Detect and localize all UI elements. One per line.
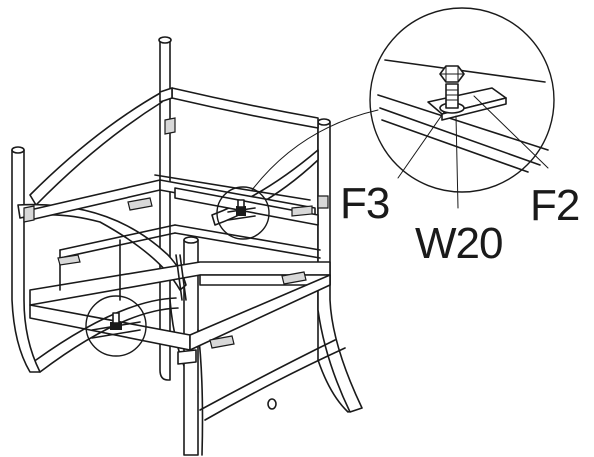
label-f2: F2 — [530, 181, 579, 230]
callout-leaders — [397, 95, 549, 209]
front-left-post — [11, 146, 41, 373]
magnify-leader-line — [251, 109, 379, 191]
seat-frame-upper — [29, 174, 319, 226]
label-f3: F3 — [340, 179, 389, 228]
label-w20: W20 — [415, 219, 502, 268]
corner-brackets — [23, 117, 329, 349]
detail-circle-small-lower — [85, 295, 147, 357]
detail-circle-small-upper — [216, 186, 270, 240]
f3-bolt-shaft — [445, 83, 459, 109]
back-rail-upper — [29, 87, 319, 206]
magnified-detail — [369, 7, 555, 193]
